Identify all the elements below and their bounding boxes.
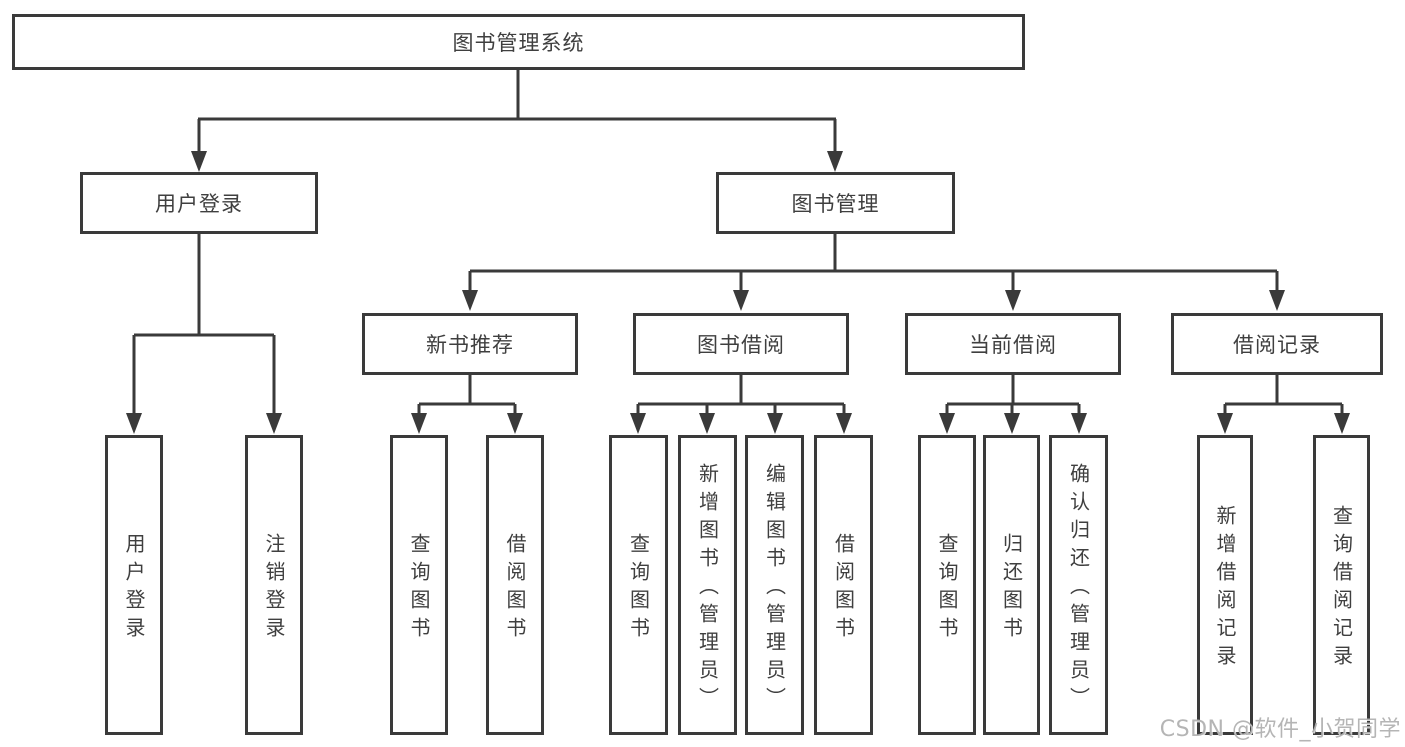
node-borrowing-records: 借阅记录 [1171, 313, 1383, 375]
node-current-borrowing-label: 当前借阅 [969, 333, 1057, 357]
csdn-watermark: CSDN @软件_小贺同学 [1159, 717, 1401, 742]
leaf-borrow-books-recommend-label: 借阅图书 [503, 533, 527, 645]
leaf-confirm-return-admin: 确认归还（管理员） [1049, 435, 1108, 735]
leaf-borrow-books-recommend: 借阅图书 [486, 435, 544, 735]
leaf-borrow-books-borrowing: 借阅图书 [814, 435, 873, 735]
leaf-add-books-admin-label: 新增图书（管理员） [695, 463, 720, 715]
arrowhead-icons [126, 151, 1350, 434]
leaf-add-borrow-record: 新增借阅记录 [1197, 435, 1253, 735]
leaf-query-books-recommend: 查询图书 [390, 435, 448, 735]
node-new-book-recommend-label: 新书推荐 [426, 333, 514, 357]
leaf-logout-label: 注销登录 [262, 533, 286, 645]
node-book-management: 图书管理 [716, 172, 955, 234]
leaf-query-books-current: 查询图书 [918, 435, 976, 735]
leaf-query-books-borrowing: 查询图书 [609, 435, 668, 735]
leaf-logout: 注销登录 [245, 435, 303, 735]
node-borrowing-records-label: 借阅记录 [1233, 333, 1321, 357]
leaf-query-borrow-record: 查询借阅记录 [1313, 435, 1370, 735]
connector-lines [132, 70, 1344, 418]
node-user-login-label: 用户登录 [155, 192, 243, 216]
leaf-edit-books-admin-label: 编辑图书（管理员） [762, 463, 787, 715]
leaf-query-books-recommend-label: 查询图书 [407, 533, 431, 645]
leaf-query-books-borrowing-label: 查询图书 [626, 533, 651, 645]
leaf-query-borrow-record-label: 查询借阅记录 [1329, 505, 1354, 673]
leaf-return-books: 归还图书 [983, 435, 1040, 735]
leaf-confirm-return-admin-label: 确认归还（管理员） [1066, 463, 1091, 715]
node-new-book-recommend: 新书推荐 [362, 313, 578, 375]
leaf-borrow-books-borrowing-label: 借阅图书 [831, 533, 856, 645]
leaf-user-login: 用户登录 [105, 435, 163, 735]
node-root: 图书管理系统 [12, 14, 1025, 70]
node-book-management-label: 图书管理 [791, 192, 880, 216]
node-root-label: 图书管理系统 [452, 31, 585, 55]
leaf-query-books-current-label: 查询图书 [935, 533, 959, 645]
node-current-borrowing: 当前借阅 [905, 313, 1121, 375]
node-user-login: 用户登录 [80, 172, 318, 234]
leaf-user-login-label: 用户登录 [122, 533, 146, 645]
leaf-add-borrow-record-label: 新增借阅记录 [1213, 505, 1237, 673]
leaf-return-books-label: 归还图书 [999, 533, 1024, 645]
leaf-add-books-admin: 新增图书（管理员） [678, 435, 737, 735]
node-book-borrowing-label: 图书借阅 [697, 333, 785, 357]
leaf-edit-books-admin: 编辑图书（管理员） [745, 435, 804, 735]
node-book-borrowing: 图书借阅 [633, 313, 849, 375]
